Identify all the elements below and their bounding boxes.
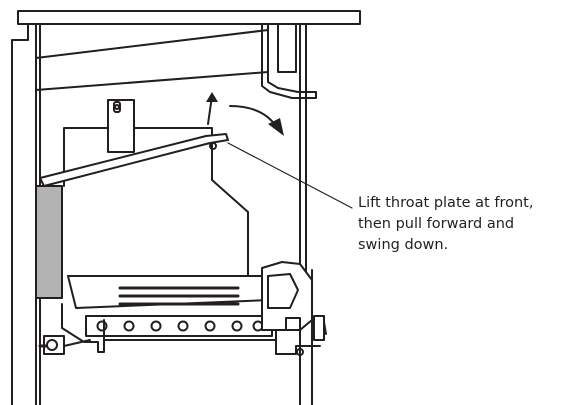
valve-pipe <box>63 339 91 347</box>
top-panel <box>17 10 361 25</box>
callout-line-1: Lift throat plate at front, <box>358 195 534 211</box>
left-outer-wall <box>11 23 29 405</box>
upper-bracket <box>261 23 317 99</box>
valve-knob <box>46 339 58 351</box>
swing-arrow-shaft <box>229 105 277 127</box>
lower-slant-line <box>35 71 269 91</box>
orifice-hole-2 <box>123 320 135 332</box>
left-bracket <box>61 303 105 353</box>
lift-arrow-head <box>206 92 218 102</box>
chamber-outline <box>63 127 249 281</box>
orifice-hole-4 <box>177 320 189 332</box>
right-lower-bracket <box>275 329 321 355</box>
upper-slant-line <box>35 29 269 59</box>
throat-plate-pin <box>209 142 217 150</box>
throat-plate <box>39 133 229 187</box>
right-small-block <box>285 317 301 331</box>
orifice-hole-3 <box>150 320 162 332</box>
callout-line-3: swing down. <box>358 237 449 253</box>
right-cap-stub <box>323 321 327 335</box>
right-bolt <box>296 348 304 356</box>
orifice-hole-5 <box>204 320 216 332</box>
right-cap-plate <box>313 315 325 341</box>
callout-line-2: then pull forward and <box>358 216 515 232</box>
right-housing-detail <box>267 273 299 309</box>
leader-line <box>227 142 353 209</box>
mounting-tab-hole <box>114 104 120 110</box>
callout-text: Lift throat plate at front, then pull fo… <box>358 193 558 256</box>
right-housing <box>261 261 313 331</box>
orifice-hole-1 <box>96 320 108 332</box>
swing-arrow-head <box>268 118 284 136</box>
bracket-block <box>277 23 297 73</box>
orifice-hole-6 <box>231 320 243 332</box>
side-grey-panel <box>35 185 63 299</box>
